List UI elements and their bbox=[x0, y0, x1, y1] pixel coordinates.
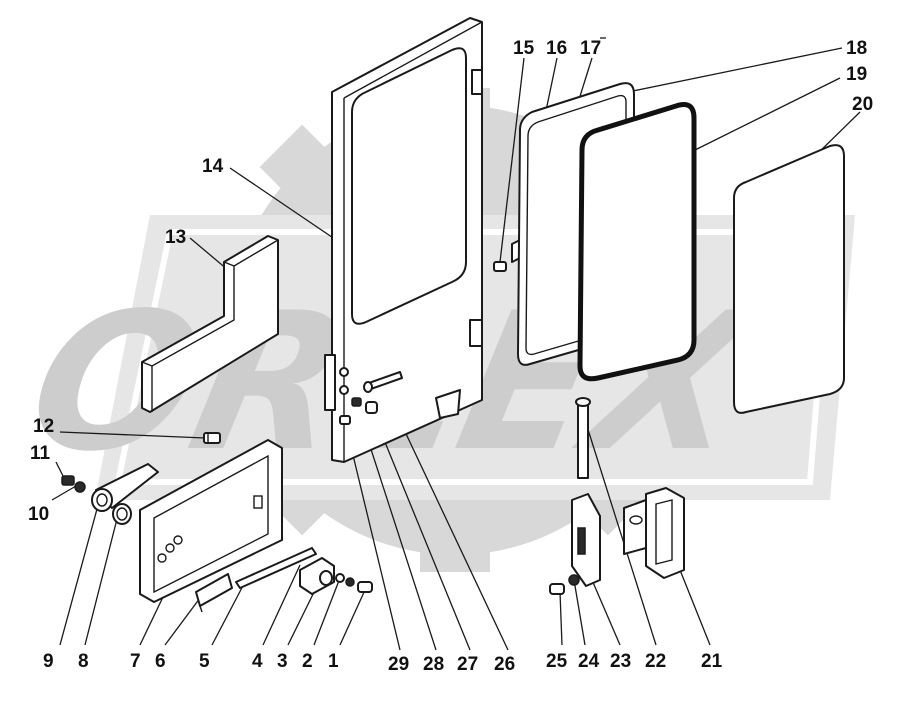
pin-part-26 bbox=[363, 371, 403, 393]
callout-16: 16 bbox=[546, 38, 567, 59]
latch-bracket-part-6 bbox=[195, 573, 233, 613]
callout-21: 21 bbox=[701, 651, 723, 672]
callout-2: 2 bbox=[302, 651, 313, 672]
callout-15: 15 bbox=[513, 38, 535, 59]
callout-12: 12 bbox=[33, 416, 54, 437]
lock-cover-part-7 bbox=[139, 439, 283, 603]
callout-labels: 1 2 3 4 5 6 7 8 9 10 11 12 13 14 15 16 1… bbox=[28, 38, 873, 675]
callout-19: 19 bbox=[846, 64, 867, 85]
callout-9: 9 bbox=[43, 651, 54, 672]
bushing-part-27 bbox=[365, 401, 378, 414]
bushing-part-8 bbox=[112, 503, 132, 525]
parts bbox=[61, 17, 845, 613]
nut-part-2 bbox=[345, 577, 355, 587]
callout-8: 8 bbox=[78, 651, 89, 672]
handle-lever-part-9 bbox=[91, 463, 159, 512]
seal-strip-part-13 bbox=[141, 235, 279, 413]
callout-7: 7 bbox=[130, 651, 141, 672]
glass-part-19 bbox=[577, 102, 697, 382]
callout-26: 26 bbox=[494, 654, 515, 675]
callout-10: 10 bbox=[28, 504, 49, 525]
washer-part-10 bbox=[74, 481, 86, 493]
screw-part-1 bbox=[357, 581, 373, 593]
callout-25: 25 bbox=[546, 651, 568, 672]
lock-body-part-4 bbox=[299, 557, 335, 595]
screw-part-29 bbox=[339, 415, 351, 425]
callout-6: 6 bbox=[155, 651, 166, 672]
callout-4: 4 bbox=[252, 651, 263, 672]
rod-part-5 bbox=[235, 547, 317, 589]
screw-part-11 bbox=[61, 475, 75, 486]
callout-17: 17 bbox=[580, 38, 601, 59]
screw-part-15 bbox=[493, 261, 507, 272]
glass-pane-part-20 bbox=[733, 144, 845, 414]
callout-27: 27 bbox=[457, 654, 478, 675]
callout-5: 5 bbox=[199, 651, 210, 672]
washer-part-3 bbox=[335, 573, 345, 583]
callout-23: 23 bbox=[610, 651, 631, 672]
callout-24: 24 bbox=[578, 651, 600, 672]
callout-1: 1 bbox=[328, 651, 339, 672]
hinge-plate-part-23 bbox=[571, 493, 601, 587]
callout-14: 14 bbox=[202, 156, 224, 177]
callout-3: 3 bbox=[277, 651, 288, 672]
door-frame-part-14 bbox=[324, 17, 483, 463]
latch-plate bbox=[435, 389, 461, 419]
callout-20: 20 bbox=[852, 94, 873, 115]
callout-22: 22 bbox=[645, 651, 666, 672]
callout-13: 13 bbox=[165, 227, 186, 248]
callout-18: 18 bbox=[846, 38, 867, 59]
screw-part-25 bbox=[549, 583, 565, 595]
hinge-pin-part-22 bbox=[575, 397, 591, 479]
screw-part-28 bbox=[351, 397, 362, 407]
bolt-part-12 bbox=[203, 432, 221, 444]
washer-part-24 bbox=[568, 574, 580, 586]
callout-28: 28 bbox=[423, 654, 444, 675]
hinge-leaf-part-21 bbox=[623, 487, 685, 579]
callout-11: 11 bbox=[30, 443, 51, 464]
callout-29: 29 bbox=[388, 654, 409, 675]
